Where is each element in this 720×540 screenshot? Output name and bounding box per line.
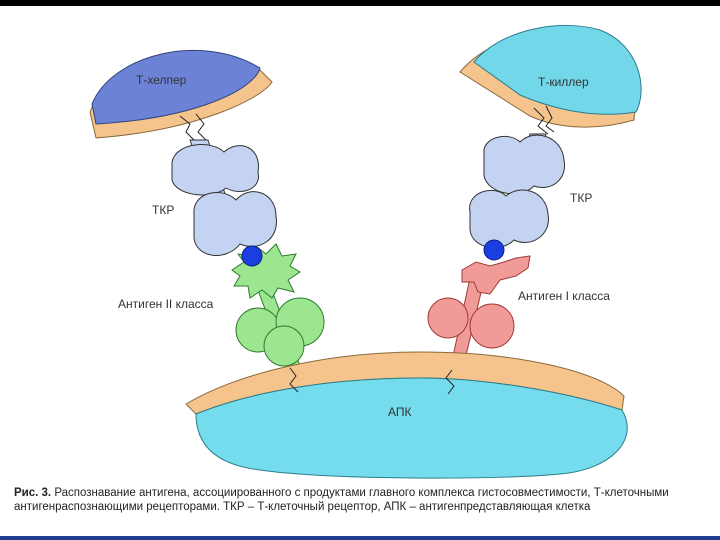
mhc-class1-domain-1 xyxy=(427,297,469,339)
tcr-right: ТКР xyxy=(469,105,592,249)
t-helper-body xyxy=(91,49,261,125)
apc-body xyxy=(195,377,628,479)
mhc-class2: Антиген II класса xyxy=(118,243,325,371)
t-killer-body xyxy=(473,24,642,115)
antigen-left xyxy=(241,245,263,267)
figure-caption: Рис. 3. Распознавание антигена, ассоциир… xyxy=(14,486,714,514)
apc-cell: АПК xyxy=(185,351,628,479)
antigen-class2-label: Антиген II класса xyxy=(118,297,214,311)
tcr-right-label: ТКР xyxy=(570,191,592,205)
mhc-class2-domain-3 xyxy=(263,325,305,367)
tcr-left-lower-domain xyxy=(193,191,277,256)
mhc-class1: Антиген I класса xyxy=(427,255,610,373)
caption-label: Рис. 3. xyxy=(14,487,52,499)
mhc-class1-transmembrane xyxy=(445,369,455,395)
mhc-class2-transmembrane xyxy=(289,367,299,393)
mhc-class1-peptide-groove xyxy=(461,255,531,295)
tcr-left: ТКР xyxy=(152,113,277,256)
tcr-left-label: ТКР xyxy=(152,203,174,217)
apc-label: АПК xyxy=(388,405,411,419)
antigen-class1-label: Антиген I класса xyxy=(518,289,610,303)
mhc-class2-peptide-groove xyxy=(231,243,301,299)
t-helper-label: Т-хелпер xyxy=(136,73,187,87)
tcr-right-upper-domain xyxy=(483,134,566,195)
t-killer-label: Т-киллер xyxy=(538,75,589,89)
tcr-right-lower-domain xyxy=(469,189,549,249)
t-helper-cell: Т-хелпер xyxy=(89,49,273,139)
mhc-class1-domain-2 xyxy=(469,303,515,349)
bottom-border xyxy=(0,536,720,540)
antigen-right xyxy=(483,239,505,261)
top-border xyxy=(0,0,720,6)
tcr-left-upper-domain xyxy=(171,144,259,196)
t-killer-cell: Т-киллер xyxy=(459,24,642,128)
caption-text: Распознавание антигена, ассоциированного… xyxy=(14,487,669,513)
